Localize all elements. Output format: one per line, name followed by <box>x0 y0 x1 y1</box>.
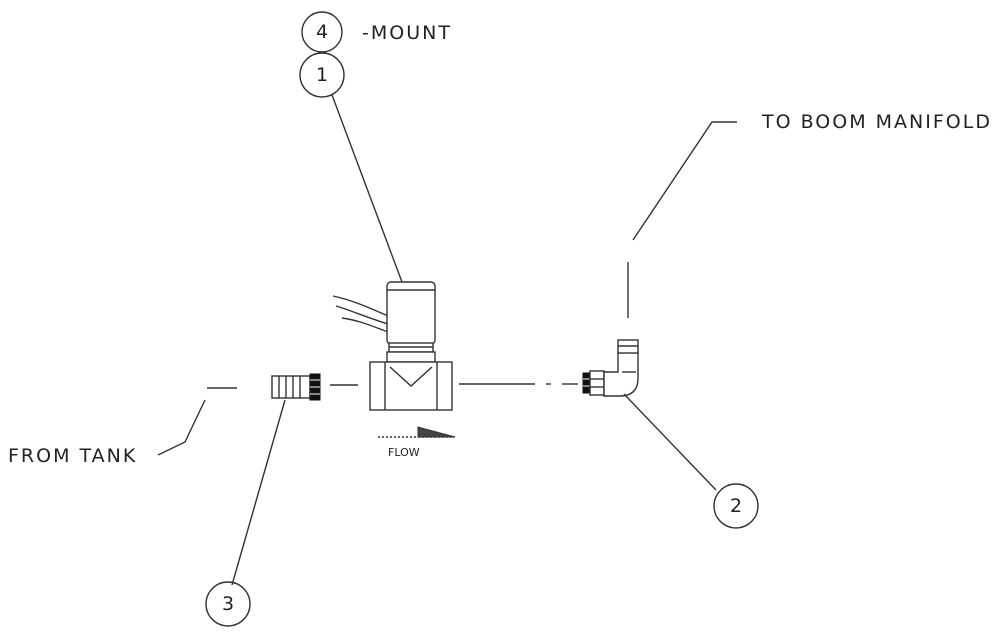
callout-1: 1 <box>299 52 345 98</box>
callout-1-leader <box>331 94 403 283</box>
callout-4-circle <box>301 11 343 53</box>
callout-2-circle <box>713 483 759 529</box>
elbow-thread <box>582 372 591 394</box>
valve-neck <box>386 351 436 363</box>
hose-barb-fitting <box>271 373 321 401</box>
callout-3: 3 <box>205 581 251 627</box>
solenoid-valve <box>332 281 453 411</box>
callout-3-circle <box>205 581 251 627</box>
callout-3-number: 3 <box>222 593 234 615</box>
callout-2-leader <box>623 393 717 491</box>
valve-seat <box>389 366 433 387</box>
valve-wire <box>341 317 389 333</box>
mount-label: -MOUNT <box>362 22 452 44</box>
flow-arrow <box>378 426 456 438</box>
from-tank-label: FROM TANK <box>8 445 137 467</box>
from-tank-leader <box>157 399 206 456</box>
callout-2: 2 <box>713 483 759 529</box>
flow-arrow-head <box>417 426 456 438</box>
elbow-hex <box>589 370 605 396</box>
hose-barb-body <box>271 375 311 399</box>
centerline <box>207 383 578 389</box>
elbow-fitting <box>582 339 639 397</box>
valve-wire <box>335 305 389 325</box>
callout-4-number: 4 <box>316 21 328 43</box>
to-boom-leader <box>632 121 737 241</box>
callout-1-circle <box>299 52 345 98</box>
callout-4: 4 <box>301 11 343 53</box>
flow-label: FLOW <box>388 446 420 459</box>
callout-2-number: 2 <box>730 495 742 517</box>
valve-wire <box>332 295 389 317</box>
callout-3-leader <box>231 399 286 586</box>
callout-1-number: 1 <box>316 64 328 86</box>
elbow-body <box>603 351 639 397</box>
to-boom-manifold-label: TO BOOM MANIFOLD <box>761 111 992 133</box>
valve-coil <box>386 281 436 345</box>
